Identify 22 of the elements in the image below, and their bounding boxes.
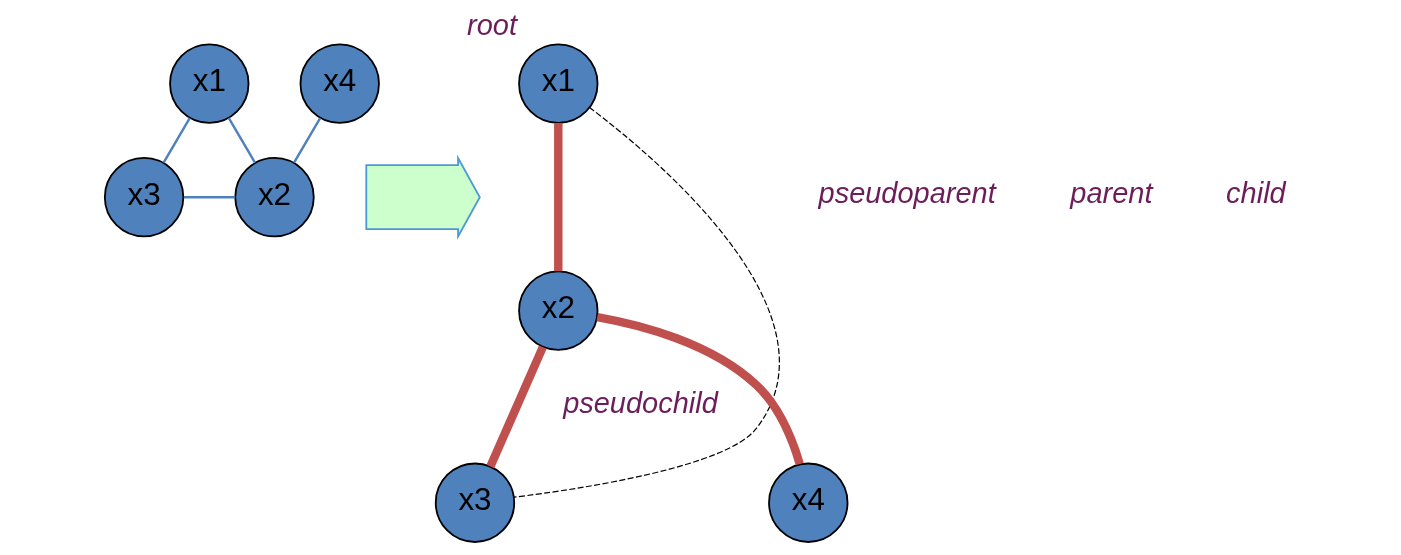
node-arrow bbox=[365, 154, 481, 240]
label: parent bbox=[1070, 177, 1153, 210]
node-circle: x4 bbox=[768, 462, 849, 543]
label: pseudoparent bbox=[818, 177, 996, 210]
node-circle: x2 bbox=[234, 157, 315, 238]
connector bbox=[293, 117, 322, 164]
connector bbox=[554, 123, 563, 272]
connector bbox=[513, 106, 780, 498]
node-circle: x3 bbox=[103, 157, 185, 238]
label: pseudochild bbox=[563, 387, 718, 419]
node-label: root bbox=[467, 9, 518, 42]
node-circle: x3 bbox=[434, 462, 516, 543]
connector bbox=[486, 345, 547, 469]
label: child bbox=[1226, 177, 1286, 210]
connector bbox=[183, 196, 236, 199]
node-circle: x1 bbox=[518, 43, 599, 124]
connector bbox=[162, 117, 191, 164]
node-circle: x4 bbox=[299, 43, 380, 124]
connector bbox=[596, 312, 804, 466]
connector bbox=[227, 117, 256, 164]
node-circle: x1 bbox=[169, 43, 250, 124]
node-circle: x2 bbox=[518, 270, 599, 351]
